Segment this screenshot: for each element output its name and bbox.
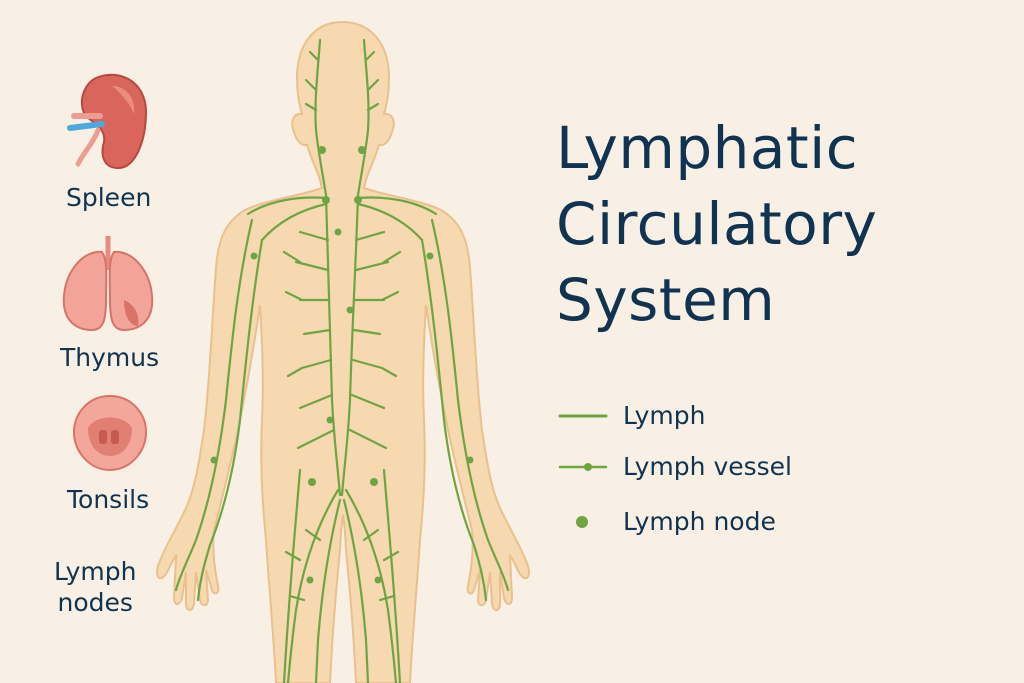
body-silhouette	[156, 20, 530, 683]
arm-left-vessel-2	[196, 238, 264, 602]
lymph-node-dots	[210, 146, 474, 584]
node	[358, 146, 366, 154]
leg-left-vessel-1	[286, 488, 340, 683]
node	[370, 478, 378, 486]
organ-label-line: nodes	[57, 588, 133, 617]
node	[326, 416, 334, 424]
node	[346, 306, 354, 314]
node	[318, 146, 326, 154]
leg-left-vessel-2	[314, 498, 342, 683]
title-line-1: Lymphatic	[556, 114, 859, 182]
trunk-right	[340, 193, 360, 497]
node	[306, 576, 314, 584]
node	[308, 478, 316, 486]
thymus-left-lobe	[62, 250, 108, 332]
spleen-shape	[80, 73, 148, 170]
page-title: Lymphatic Circulatory System	[556, 110, 877, 338]
node	[322, 196, 330, 204]
leg-right-vessel-2	[342, 498, 370, 683]
title-line-3: System	[556, 266, 776, 334]
organ-label-tonsils: Tonsils	[67, 485, 150, 514]
tonsil-right	[111, 430, 119, 444]
trunk-left	[324, 193, 342, 497]
organ-label-lymph-nodes: Lymph nodes	[54, 556, 137, 618]
shoulder-left	[246, 196, 328, 242]
head-vessel-right	[356, 38, 370, 197]
organ-label-line: Lymph	[54, 557, 137, 586]
thymus-right-lobe	[108, 250, 154, 332]
arm-right-vessel-1	[430, 218, 510, 592]
tonsils-icon	[72, 394, 148, 472]
leg-right-vessel-1	[344, 488, 398, 683]
node-dot-icon	[576, 516, 588, 528]
legend-label-lymph-vessel: Lymph vessel	[623, 452, 792, 481]
thymus-shade	[124, 300, 139, 326]
shoulder-right	[356, 196, 438, 242]
legend-markers	[558, 414, 608, 528]
node	[426, 252, 434, 260]
spleen-icon	[67, 73, 148, 170]
node	[354, 196, 362, 204]
node	[210, 456, 218, 464]
node	[466, 456, 474, 464]
spleen-vessel-blue	[67, 121, 105, 131]
organ-label-spleen: Spleen	[66, 183, 152, 212]
leg-branches	[284, 528, 400, 602]
vessel-icon-node	[584, 463, 592, 471]
arm-left-vessel-1	[174, 218, 254, 592]
organ-label-thymus: Thymus	[60, 343, 160, 372]
torso-branches-left	[282, 230, 336, 450]
node	[374, 576, 382, 584]
title-line-2: Circulatory	[556, 190, 878, 258]
body-outline	[156, 20, 530, 683]
legend-label-lymph-node: Lymph node	[623, 507, 776, 536]
spleen-vessel-down	[75, 127, 101, 167]
head-branch	[304, 50, 380, 112]
thymus-icon	[62, 236, 154, 332]
legend-label-lymph: Lymph	[623, 401, 706, 430]
node	[250, 252, 258, 260]
mouth-inner	[88, 417, 132, 456]
tonsil-left	[99, 430, 107, 444]
spleen-highlight	[112, 86, 135, 114]
arm-right-vessel-2	[420, 238, 488, 602]
head-vessel-left	[314, 38, 328, 197]
node	[334, 228, 342, 236]
lymph-vessel-network	[174, 38, 510, 683]
torso-branches-right	[348, 230, 402, 450]
